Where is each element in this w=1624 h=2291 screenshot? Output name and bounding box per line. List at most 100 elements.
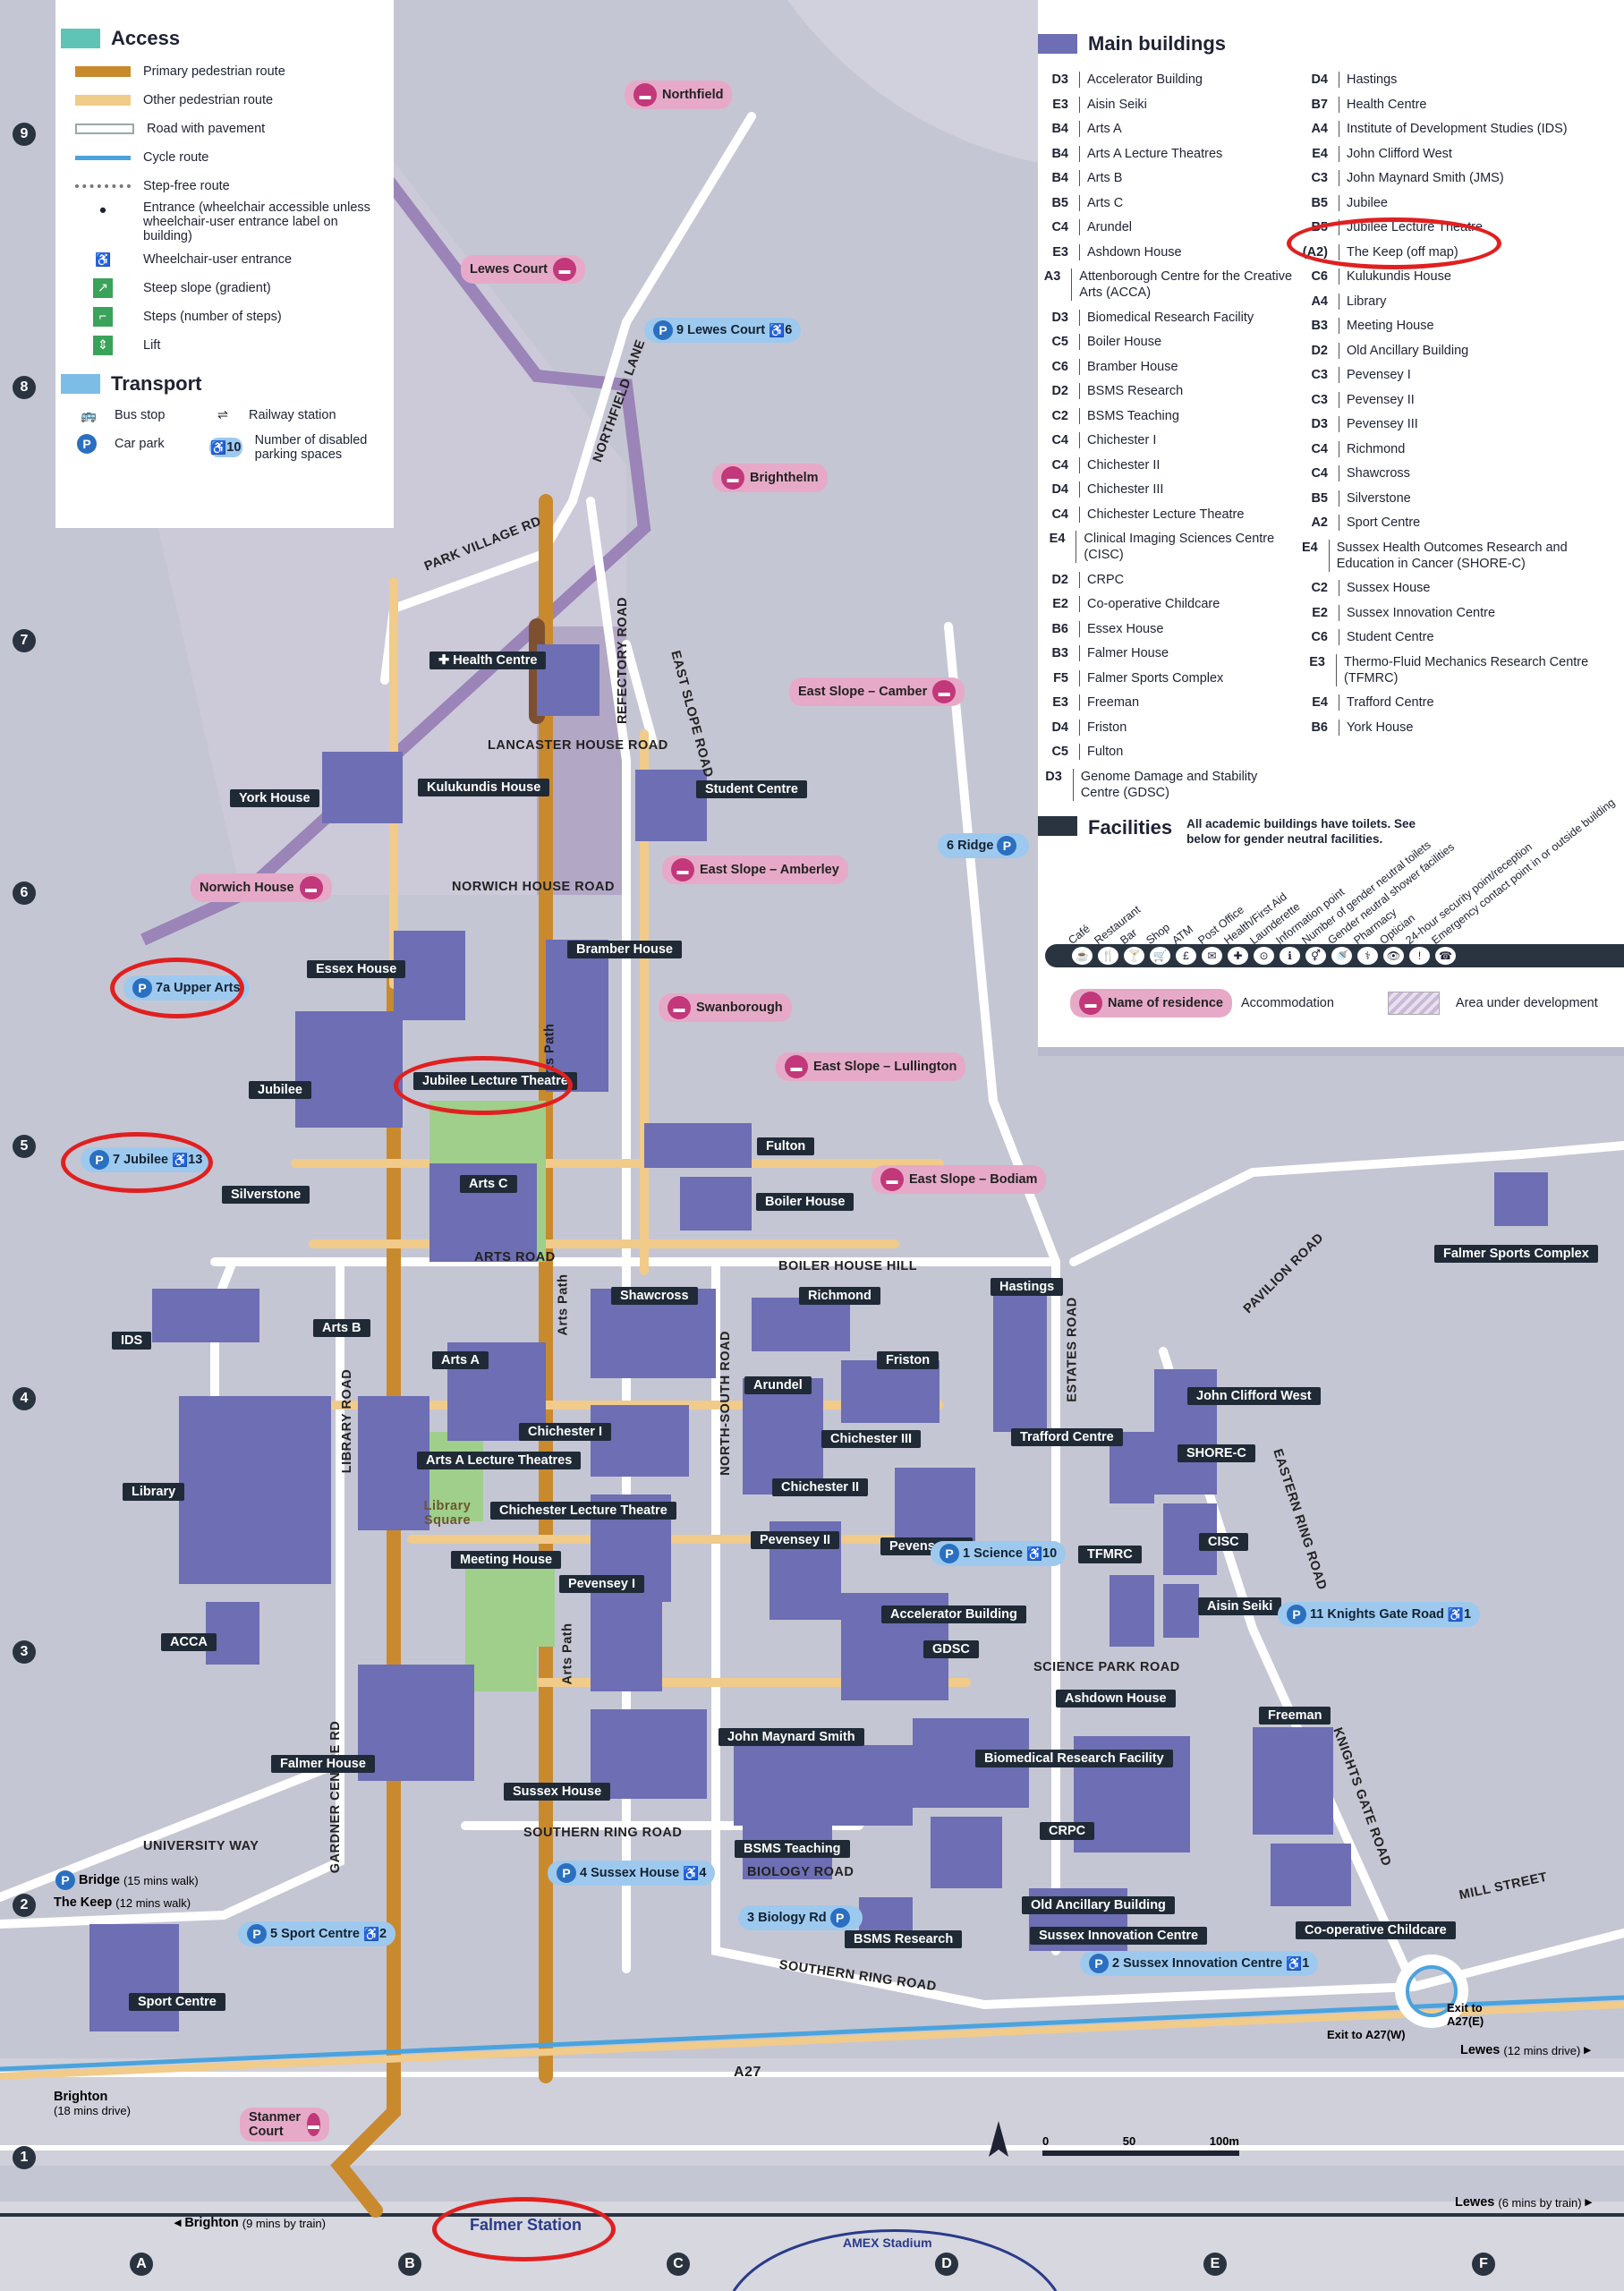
building-aisin-seiki[interactable]: Aisin Seiki bbox=[1198, 1597, 1282, 1615]
building-shawcross[interactable]: Shawcross bbox=[611, 1287, 698, 1305]
building-boiler-house[interactable]: Boiler House bbox=[756, 1193, 855, 1211]
grid-code: B6 bbox=[1311, 720, 1328, 735]
building-name: Sport Centre bbox=[1339, 515, 1420, 531]
car-park-icon: P bbox=[55, 1870, 75, 1890]
building-co-operative-childcare[interactable]: Co-operative Childcare bbox=[1296, 1921, 1456, 1939]
building-freeman[interactable]: Freeman bbox=[1259, 1707, 1331, 1725]
keep-label[interactable]: The Keep (12 mins walk) bbox=[54, 1895, 191, 1910]
grid-code: C4 bbox=[1051, 433, 1068, 447]
residence-east-slope-lullington[interactable]: ▬East Slope – Lullington bbox=[776, 1052, 966, 1081]
disabled-parking-icon: ♿10 bbox=[209, 438, 242, 457]
building-accelerator[interactable]: Accelerator Building bbox=[881, 1605, 1026, 1623]
building-arts-b[interactable]: Arts B bbox=[313, 1319, 370, 1337]
residence-swanborough[interactable]: ▬Swanborough bbox=[659, 993, 792, 1022]
legend-wheelchair: ♿Wheelchair-user entrance bbox=[55, 245, 394, 274]
building-meeting-house[interactable]: Meeting House bbox=[451, 1551, 562, 1569]
building-arts-a-lecture-theatres[interactable]: Arts A Lecture Theatres bbox=[417, 1452, 582, 1469]
building-name: Aisin Seiki bbox=[1079, 96, 1147, 113]
residence-norwich-house[interactable]: Norwich House▬ bbox=[191, 873, 332, 902]
legend-panel: Access Primary pedestrian route Other pe… bbox=[55, 0, 394, 528]
building-tfmrc[interactable]: TFMRC bbox=[1078, 1546, 1142, 1563]
building-bsms-research[interactable]: BSMS Research bbox=[845, 1930, 963, 1948]
building-falmer-sports-complex[interactable]: Falmer Sports Complex bbox=[1434, 1245, 1598, 1263]
residence-brighthelm[interactable]: ▬Brighthelm bbox=[712, 464, 828, 492]
building-arundel[interactable]: Arundel bbox=[744, 1376, 812, 1394]
grid-code: D3 bbox=[1045, 769, 1062, 784]
building-library[interactable]: Library bbox=[123, 1483, 185, 1501]
building-chichester-3[interactable]: Chichester III bbox=[821, 1430, 922, 1448]
building-hastings[interactable]: Hastings bbox=[991, 1278, 1064, 1296]
building-essex-house[interactable]: Essex House bbox=[307, 960, 406, 978]
facility-icon: 🛒 bbox=[1150, 947, 1170, 965]
building-arts-a[interactable]: Arts A bbox=[432, 1351, 489, 1369]
building-trafford-centre[interactable]: Trafford Centre bbox=[1011, 1428, 1123, 1446]
building-arts-c[interactable]: Arts C bbox=[460, 1175, 517, 1193]
building-bsms-teaching[interactable]: BSMS Teaching bbox=[735, 1840, 850, 1858]
legend-primary-route: Primary pedestrian route bbox=[55, 57, 394, 86]
building-silverstone[interactable]: Silverstone bbox=[222, 1186, 310, 1204]
building-sussex-house[interactable]: Sussex House bbox=[504, 1783, 611, 1801]
building-john-maynard-smith[interactable]: John Maynard Smith bbox=[718, 1728, 864, 1746]
residence-east-slope-camber[interactable]: East Slope – Camber▬ bbox=[789, 677, 965, 706]
residence-lewes-court[interactable]: Lewes Court▬ bbox=[461, 255, 586, 284]
building-york-house[interactable]: York House bbox=[230, 789, 319, 807]
highlight-jubilee-lecture-theatre bbox=[394, 1056, 573, 1115]
building-gdsc[interactable]: GDSC bbox=[923, 1640, 979, 1658]
residence-stanmer-court[interactable]: Stanmer Court▬ bbox=[240, 2108, 329, 2142]
facility-label: Restaurant bbox=[1092, 903, 1144, 947]
building-name: Friston bbox=[1079, 719, 1127, 736]
building-richmond[interactable]: Richmond bbox=[799, 1287, 880, 1305]
amex-stadium-label: AMEX Stadium bbox=[843, 2236, 932, 2250]
building-acca[interactable]: ACCA bbox=[161, 1633, 217, 1651]
building-jubilee[interactable]: Jubilee bbox=[249, 1081, 311, 1099]
building-sport-centre[interactable]: Sport Centre bbox=[129, 1993, 225, 2011]
building-chichester-2[interactable]: Chichester II bbox=[772, 1478, 869, 1496]
building-student-centre[interactable]: Student Centre bbox=[696, 780, 807, 798]
building-john-clifford-west[interactable]: John Clifford West bbox=[1187, 1387, 1321, 1405]
building-health-centre[interactable]: ✚ Health Centre bbox=[429, 652, 547, 669]
building-biomedical-research[interactable]: Biomedical Research Facility bbox=[975, 1750, 1173, 1767]
residence-east-slope-bodiam[interactable]: ▬East Slope – Bodiam bbox=[872, 1165, 1047, 1194]
building-chichester-1[interactable]: Chichester I bbox=[519, 1423, 611, 1441]
building-shore-c[interactable]: SHORE-C bbox=[1178, 1444, 1255, 1462]
building-name: Library bbox=[1339, 293, 1386, 310]
development-swatch bbox=[1387, 992, 1440, 1015]
legend-other-route: Other pedestrian route bbox=[55, 86, 394, 115]
building-fulton[interactable]: Fulton bbox=[757, 1137, 815, 1155]
building-pevensey-2[interactable]: Pevensey II bbox=[751, 1531, 839, 1549]
building-falmer-house[interactable]: Falmer House bbox=[271, 1755, 375, 1773]
building-bramber-house[interactable]: Bramber House bbox=[567, 941, 682, 958]
car-park-3[interactable]: 3 Biology Rd P bbox=[738, 1905, 863, 1930]
building-kulukundis-house[interactable]: Kulukundis House bbox=[418, 779, 550, 796]
car-park-6[interactable]: 6 Ridge P bbox=[938, 833, 1030, 858]
entrance-icon: ● bbox=[98, 203, 107, 217]
building-ashdown-house[interactable]: Ashdown House bbox=[1056, 1690, 1176, 1708]
building-cisc[interactable]: CISC bbox=[1199, 1533, 1248, 1551]
building-friston[interactable]: Friston bbox=[877, 1351, 940, 1369]
building-pevensey-1[interactable]: Pevensey I bbox=[559, 1575, 644, 1593]
building-name: Attenborough Centre for the Creative Art… bbox=[1071, 268, 1293, 301]
building-chichester-lecture-theatre[interactable]: Chichester Lecture Theatre bbox=[490, 1502, 676, 1520]
building-old-ancillary[interactable]: Old Ancillary Building bbox=[1022, 1896, 1175, 1914]
building-crpc[interactable]: CRPC bbox=[1040, 1822, 1095, 1840]
building-name: Chichester Lecture Theatre bbox=[1079, 506, 1244, 523]
building-sussex-innovation-centre[interactable]: Sussex Innovation Centre bbox=[1030, 1927, 1208, 1945]
residence-east-slope-amberley[interactable]: ▬East Slope – Amberley bbox=[662, 856, 848, 884]
building-ids[interactable]: IDS bbox=[112, 1332, 152, 1350]
residence-northfield[interactable]: ▬Northfield bbox=[625, 81, 733, 109]
facility-label: 24-hour security point/reception bbox=[1403, 840, 1535, 947]
facility-icon: 🚿 bbox=[1331, 947, 1352, 965]
